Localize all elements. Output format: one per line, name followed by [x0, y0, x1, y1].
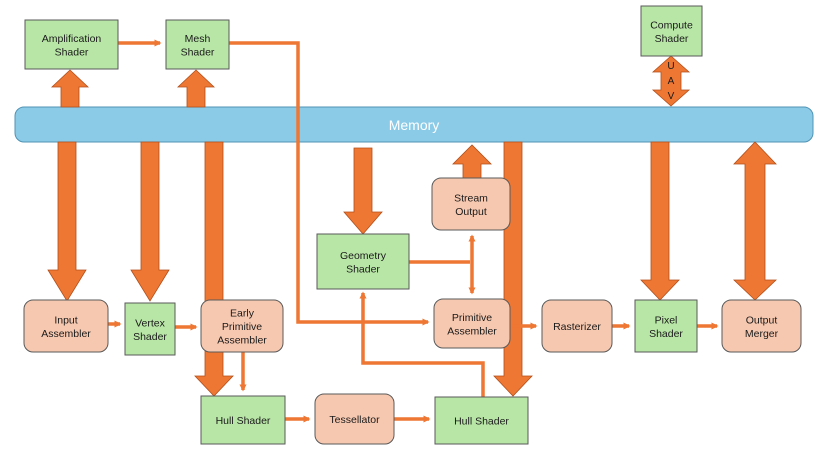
node-label-line: Pixel — [655, 314, 678, 326]
node-box — [165, 19, 230, 70]
node-hull-shader-right: Hull Shader — [434, 396, 529, 445]
uav-label: U A V — [667, 61, 674, 102]
node-label-line: Early — [230, 308, 255, 320]
arrow-memory-to-geometry — [343, 147, 383, 235]
node-box — [433, 298, 511, 349]
node-label-line: Assembler — [217, 335, 267, 347]
arrow-memory-to-hull-shader-right — [493, 141, 533, 397]
node-box — [541, 299, 613, 353]
memory-label: Memory — [389, 117, 440, 133]
arrow-memory-to-amplification — [50, 69, 90, 108]
node-label-line: Amplification — [42, 33, 102, 45]
node-box — [200, 395, 286, 445]
node-label-line: Stream — [454, 192, 488, 204]
arrow-memory-to-mesh — [176, 69, 216, 108]
node-box — [124, 302, 176, 356]
node-label-line: Shader — [346, 263, 380, 275]
node-tessellator: Tessellator — [314, 393, 395, 445]
node-box — [200, 299, 284, 353]
node-label-line: Input — [54, 314, 77, 326]
node-label-line: Mesh — [185, 33, 211, 45]
node-label-line: Shader — [649, 328, 683, 340]
node-label-line: Shader — [133, 331, 167, 343]
node-box — [316, 233, 410, 290]
arrow-uav — [651, 55, 691, 107]
arrow-memory-to-pixel-shader — [640, 141, 680, 301]
node-label-line: Output — [746, 314, 778, 326]
node-label-line: Primitive — [452, 312, 492, 324]
node-label-line: Compute — [650, 19, 693, 31]
uav-letter-v: V — [668, 91, 675, 102]
uav-letter-u: U — [667, 61, 674, 72]
node-label-line: Shader — [55, 46, 89, 58]
node-label-line: Hull Shader — [454, 416, 509, 428]
node-box — [314, 393, 395, 445]
node-label-line: Shader — [655, 33, 689, 45]
arrow-memory-to-hull-shader-left — [194, 141, 234, 397]
node-rasterizer: Rasterizer — [541, 299, 613, 353]
node-box — [23, 299, 109, 353]
uav-letter-a: A — [668, 76, 675, 87]
arrow-memory-to-vertex-shader — [130, 141, 170, 302]
node-label-line: Hull Shader — [216, 415, 271, 427]
arrow-output-merger-memory — [733, 141, 777, 301]
line-hull-right-to-geometry — [359, 291, 485, 397]
node-label-line: Geometry — [340, 250, 387, 262]
pipeline-nodes: AmplificationShaderMeshShaderComputeShad… — [23, 5, 802, 445]
node-box — [634, 299, 698, 353]
node-box — [640, 5, 703, 57]
node-box — [24, 19, 119, 70]
node-label-line: Assembler — [447, 325, 497, 337]
connectors — [108, 39, 719, 423]
node-label-line: Merger — [745, 328, 779, 340]
node-label-line: Assembler — [41, 328, 91, 340]
memory-bar: Memory — [14, 106, 814, 143]
node-label-line: Rasterizer — [553, 321, 601, 333]
node-box — [434, 396, 529, 445]
arrow-stream-output-to-memory — [452, 144, 492, 179]
node-label-line: Vertex — [135, 317, 166, 329]
arrow-memory-to-input-assembler — [47, 141, 87, 302]
node-box — [431, 177, 511, 231]
node-label-line: Tessellator — [329, 414, 380, 426]
node-label-line: Output — [455, 206, 487, 218]
node-hull-shader-left: Hull Shader — [200, 395, 286, 445]
node-label-line: Primitive — [222, 321, 262, 333]
memory-arrows — [47, 55, 777, 397]
node-label-line: Shader — [181, 46, 215, 58]
node-box — [721, 299, 802, 353]
